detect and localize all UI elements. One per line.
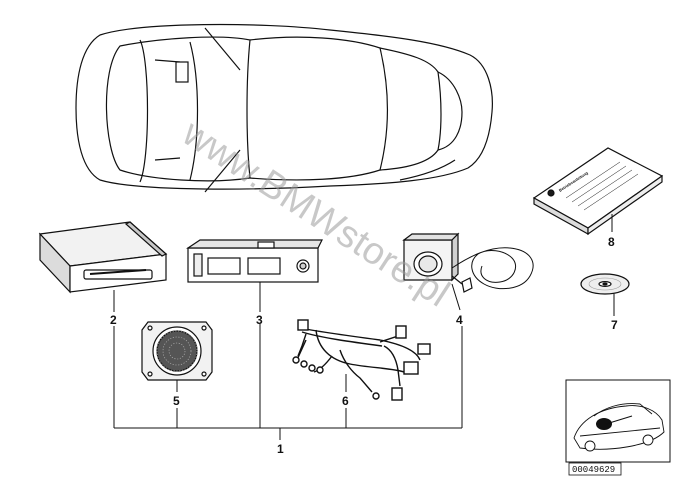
thumbnail-inset (565, 379, 671, 476)
part-number: 00049629 (572, 465, 615, 475)
callout-6: 6 (342, 394, 349, 408)
callout-4: 4 (456, 313, 463, 327)
watermark: www.BMWstore.pl (174, 112, 456, 316)
part-3-control-panel (186, 239, 323, 283)
part-5-speaker (141, 321, 213, 381)
callout-8: 8 (608, 235, 615, 249)
car-top-view (75, 23, 493, 193)
part-2-receiver-unit (38, 221, 168, 294)
part-7-cd (580, 273, 630, 295)
module-marker (175, 61, 189, 83)
part-6-wiring-harness (292, 319, 431, 401)
callout-5: 5 (173, 394, 180, 408)
leader-lines (113, 214, 615, 440)
callout-1: 1 (277, 442, 284, 456)
callout-3: 3 (256, 313, 263, 327)
part-8-owners-manual (532, 147, 664, 236)
part-4-antenna (402, 232, 534, 293)
callout-7: 7 (611, 318, 618, 332)
callout-2: 2 (110, 313, 117, 327)
